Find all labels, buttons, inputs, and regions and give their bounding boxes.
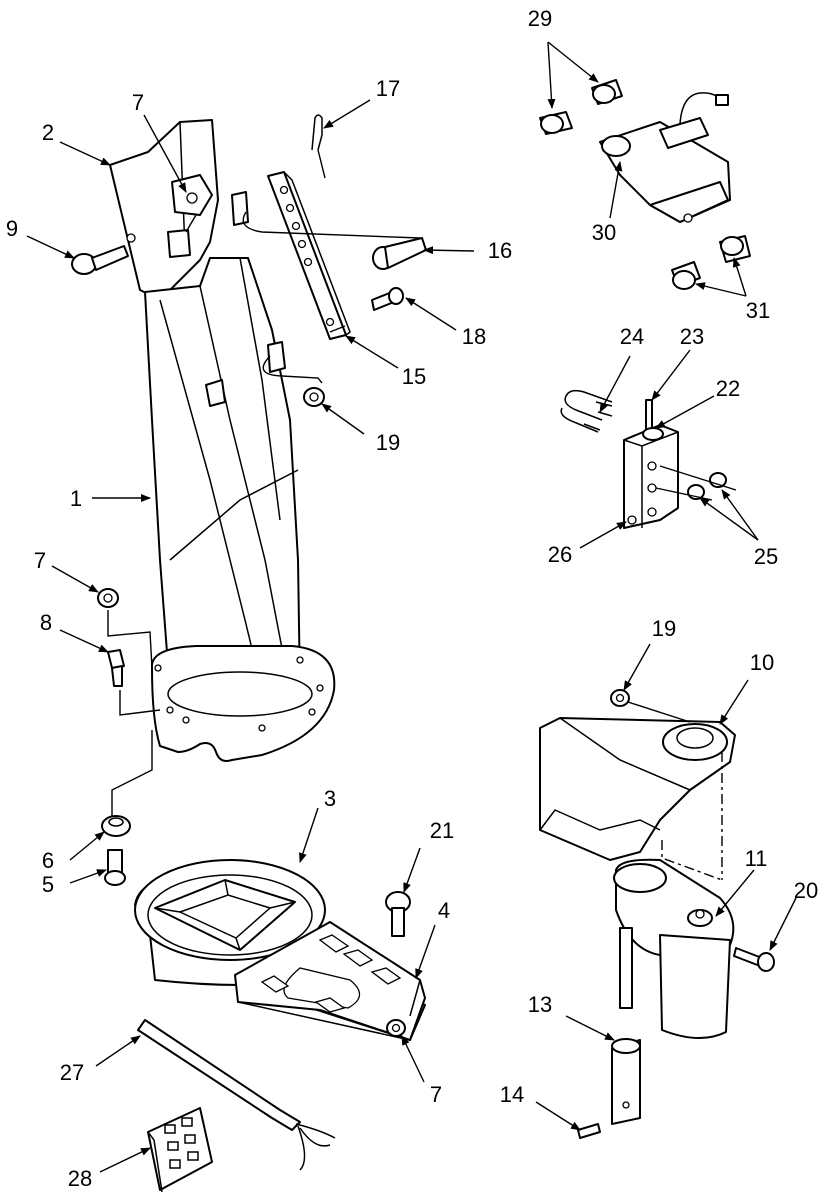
part-27-cable — [137, 1019, 336, 1171]
callout-18: 18 — [462, 324, 486, 349]
callout-30: 30 — [592, 220, 616, 245]
callout-21: 21 — [430, 818, 454, 843]
part-18-bolt — [371, 287, 404, 311]
part-21-carriage-bolt — [385, 891, 411, 937]
part-19-nut-lower — [610, 689, 630, 707]
callout-23: 23 — [680, 324, 704, 349]
callout-22: 22 — [716, 376, 740, 401]
part-28-connector-block — [147, 1107, 213, 1193]
callout-2: 2 — [42, 120, 54, 145]
callout-7-upper: 7 — [132, 90, 144, 115]
callout-19-lower: 19 — [652, 616, 676, 641]
callout-15: 15 — [402, 364, 426, 389]
part-30-actuator-coil — [599, 92, 731, 223]
callout-29: 29 — [528, 6, 552, 31]
part-1-discharge-chute — [144, 257, 336, 762]
callout-28: 28 — [68, 1166, 92, 1191]
callout-10: 10 — [750, 650, 774, 675]
part-20-bolt — [733, 947, 775, 972]
callout-5: 5 — [42, 872, 54, 897]
callout-31: 31 — [746, 298, 770, 323]
part-4-mounting-plate — [234, 921, 426, 1041]
callout-13: 13 — [528, 992, 552, 1017]
callout-27: 27 — [60, 1060, 84, 1085]
callout-1: 1 — [70, 486, 82, 511]
callout-14: 14 — [500, 1082, 524, 1107]
part-7-nut-lower — [386, 1019, 406, 1037]
part-2-upper-deflector — [109, 119, 249, 301]
callout-25: 25 — [754, 544, 778, 569]
callout-11: 11 — [745, 846, 768, 871]
part-8-grease-fitting — [107, 649, 125, 687]
part-15-adjusting-bracket — [267, 171, 351, 340]
callout-17: 17 — [376, 76, 400, 101]
part-16-clevis-pin — [372, 237, 427, 270]
part-14-pin — [577, 1123, 601, 1139]
part-10-housing — [539, 717, 736, 861]
callout-3: 3 — [324, 786, 336, 811]
callout-6: 6 — [42, 848, 54, 873]
callout-19-upper: 19 — [376, 430, 400, 455]
callout-16: 16 — [488, 238, 512, 263]
part-6-bushing — [101, 815, 131, 837]
part-9-carriage-bolt — [71, 245, 129, 275]
callout-24: 24 — [620, 324, 644, 349]
callout-4: 4 — [438, 898, 450, 923]
callout-labels: 1 2 3 4 5 6 7 7 7 8 9 10 11 13 14 15 16 … — [6, 6, 818, 1191]
callout-8: 8 — [40, 610, 52, 635]
part-19-nut-upper — [303, 387, 325, 407]
callout-26: 26 — [548, 542, 572, 567]
part-29-bushings — [539, 79, 623, 135]
part-31-bushings — [671, 235, 751, 290]
callout-leaders — [26, 41, 797, 1173]
part-7-nut-left — [97, 588, 119, 608]
callout-20: 20 — [794, 878, 818, 903]
part-11-gear-motor — [613, 858, 735, 1040]
part-5-bolt — [104, 849, 126, 886]
part-17-hairpin-clip — [311, 114, 326, 179]
callout-7-lower: 7 — [430, 1082, 442, 1107]
callout-9: 9 — [6, 216, 18, 241]
part-22-bushing — [642, 427, 664, 441]
part-13-sleeve — [611, 1038, 641, 1125]
part-24-u-bolt — [560, 389, 613, 433]
callout-7-left: 7 — [34, 548, 46, 573]
